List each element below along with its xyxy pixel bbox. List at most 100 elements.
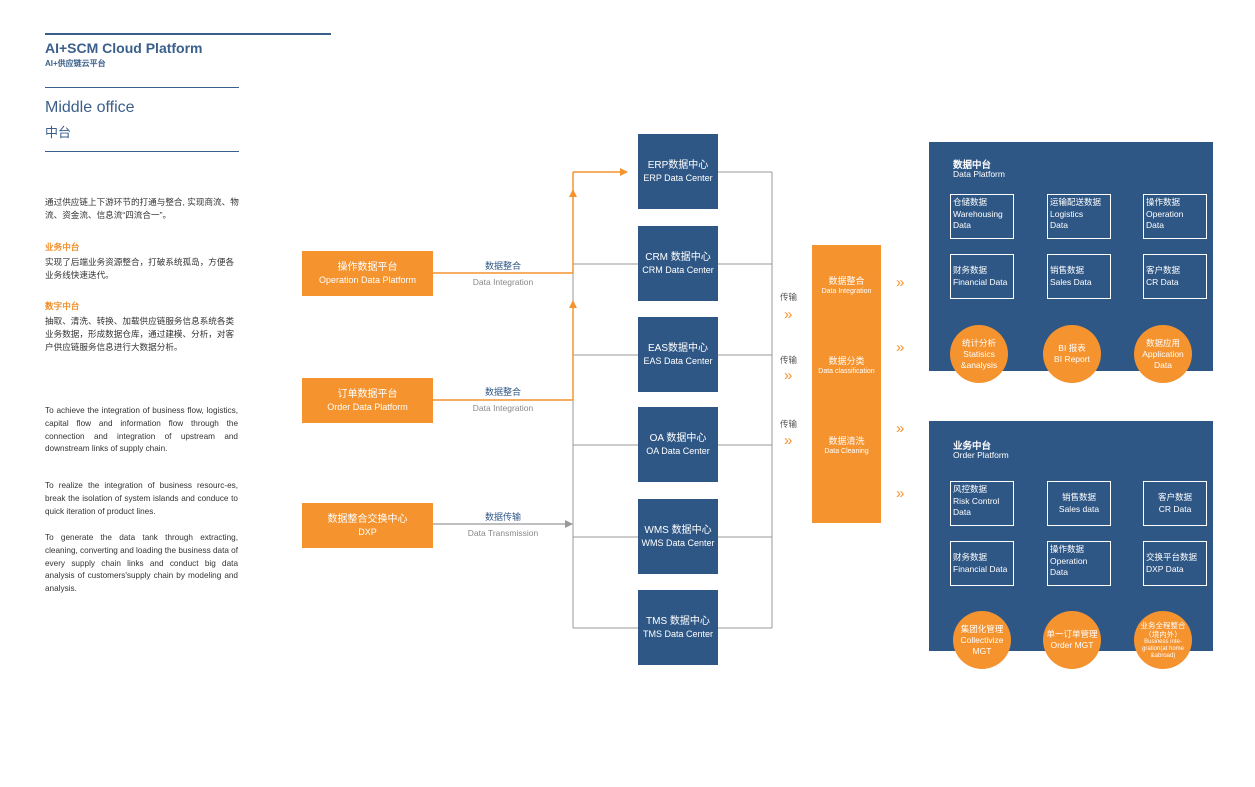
cell-label-en: Data [953,220,971,230]
cell-label-en: Data [953,507,971,517]
processing-stage-bar: 数据整合 Data Integration 数据分类 Data classifi… [812,245,881,523]
cell-risk-control-data: 风控数据 Risk Control Data [950,481,1014,526]
circle-label-cn: 集团化管理 [960,623,1004,634]
business-integration-circle: 业务全程整合（境内外） Business inte-gration(at hom… [1134,611,1192,669]
circle-label-cn: 单一订单管理 [1046,629,1098,639]
circle-label-en: BI Report [1054,354,1090,364]
cell-label-en: Logistics [1050,208,1084,219]
section-subtitle: 中台 [45,125,72,140]
center-label-en: CRM Data Center [642,265,714,275]
center-label-cn: CRM 数据中心 [645,252,711,263]
chevron-icon: » [896,485,905,502]
center-label-en: TMS Data Center [642,629,714,639]
oa-data-center: OA 数据中心 OA Data Center [638,407,718,482]
wms-data-center: WMS 数据中心 WMS Data Center [638,499,718,574]
center-label-cn: WMS 数据中心 [644,525,712,536]
cell-label-en: Data [1146,220,1164,230]
divider [45,87,239,88]
english-paragraph-2: To realize the integration of business r… [45,481,238,516]
connector-label-en: Data Integration [472,403,534,413]
cell-financial-data: 财务数据 Financial Data [950,541,1014,586]
circle-label-en: Application [1142,348,1184,359]
center-label-en: EAS Data Center [643,356,713,366]
center-label-cn: TMS 数据中心 [646,616,710,627]
statistics-analysis-circle: 统计分析 Statisics &analysis [950,325,1008,383]
center-label-en: OA Data Center [646,446,710,456]
stage-label-cn: 数据清洗 [828,436,865,446]
circle-label-en: Statisics [963,348,995,359]
order-platform-title-en: Order Platform [953,450,1009,460]
data-platform-title-en: Data Platform [953,169,1005,179]
stage-label-en: Data Cleaning [824,448,869,455]
cell-label-en: DXP Data [1146,563,1184,574]
transfer-label: 传输 [780,419,798,429]
circle-label-en: Collectivize [960,634,1004,645]
circle-label-en: Data [1154,359,1172,370]
cell-label-en: Financial Data [953,276,1008,287]
biz-platform-text: 实现了后端业务资源整合，打破系统孤岛，方便各业务线快速迭代。 [45,257,235,280]
cell-customer-data: 客户数据 CR Data [1143,254,1207,299]
circle-label-en: &analysis [960,359,998,370]
circle-label-cn: 统计分析 [961,337,996,348]
stage-classification: 数据分类 Data classification [812,355,881,376]
connector-label-en: Data Integration [472,277,534,287]
cell-label-cn: 操作数据 [1146,197,1181,207]
center-label-cn: OA 数据中心 [649,433,707,444]
eas-data-center: EAS数据中心 EAS Data Center [638,317,718,392]
circle-label-cn: 业务全程整合（境内外） [1140,620,1186,639]
circle-label-en: MGT [972,645,992,656]
digital-platform-heading: 数字中台 [45,301,80,311]
cell-operation-data: 操作数据 Operation Data [1047,541,1111,586]
cell-label-en: Sales Data [1050,276,1092,287]
chevron-icon: » [784,306,793,323]
biz-platform-heading: 业务中台 [45,242,80,252]
cell-warehousing-data: 仓储数据 Warehousing Data [950,194,1014,239]
cell-label-cn: 风控数据 [953,484,988,494]
order-platform-title-cn: 业务中台 [953,441,992,452]
cell-label-en: Data [1050,567,1068,577]
cell-dxp-data: 交换平台数据 DXP Data [1143,541,1207,586]
order-data-platform-box: 订单数据平台 Order Data Platform [302,378,433,423]
cell-sales-data: 销售数据 Sales Data [1047,254,1111,299]
cell-label-en: Risk Control [953,495,1000,506]
box-label-en: Operation Data Platform [318,275,417,285]
cell-label-cn: 财务数据 [953,552,988,562]
english-paragraph-1: To achieve the integration of business f… [45,406,238,454]
chevron-icon: » [784,432,793,449]
connector-label-cn: 数据整合 [484,261,521,271]
stage-integration: 数据整合 Data Integration [812,275,881,296]
erp-data-center: ERP数据中心 ERP Data Center [638,134,718,209]
circle-label-cn: 数据应用 [1145,337,1180,348]
english-paragraph-3: To generate the data tank through extrac… [45,533,238,594]
chevron-icon: » [784,367,793,384]
data-application-circle: 数据应用 Application Data [1134,325,1192,383]
cell-financial-data: 财务数据 Financial Data [950,254,1014,299]
cell-label-cn: 销售数据 [1061,492,1096,502]
connector-label-cn: 数据整合 [484,387,521,397]
cell-sales-data: 销售数据 Sales data [1047,481,1111,526]
divider [45,151,239,152]
cell-label-en: Operation [1050,555,1088,566]
bi-report-circle: BI 报表 BI Report [1043,325,1101,383]
circle-label-en: Business inte-gration(at home &abroad) [1141,638,1185,659]
connector-label-en: Data Transmission [467,528,539,538]
box-label-en: DXP [358,527,377,537]
chevron-icon: » [896,339,905,356]
center-label-en: ERP Data Center [643,173,713,183]
stage-cleaning: 数据清洗 Data Cleaning [812,435,881,456]
cell-label-cn: 客户数据 [1146,265,1181,275]
cell-label-cn: 客户数据 [1157,492,1192,502]
box-label-en: Order Data Platform [327,402,408,412]
stage-label-en: Data classification [818,368,875,375]
center-label-en: WMS Data Center [641,538,715,548]
cell-label-cn: 仓储数据 [953,197,988,207]
cell-operation-data: 操作数据 Operation Data [1143,194,1207,239]
cell-customer-data: 客户数据 CR Data [1143,481,1207,526]
transfer-label: 传输 [780,355,798,365]
brand-subtitle: AI+供应链云平台 [45,59,106,68]
data-platform-title-cn: 数据中台 [953,160,992,171]
cell-logistics-data: 运输配送数据 Logistics Data [1047,194,1111,239]
center-label-cn: EAS数据中心 [647,343,708,354]
cell-label-cn: 交换平台数据 [1146,552,1198,562]
